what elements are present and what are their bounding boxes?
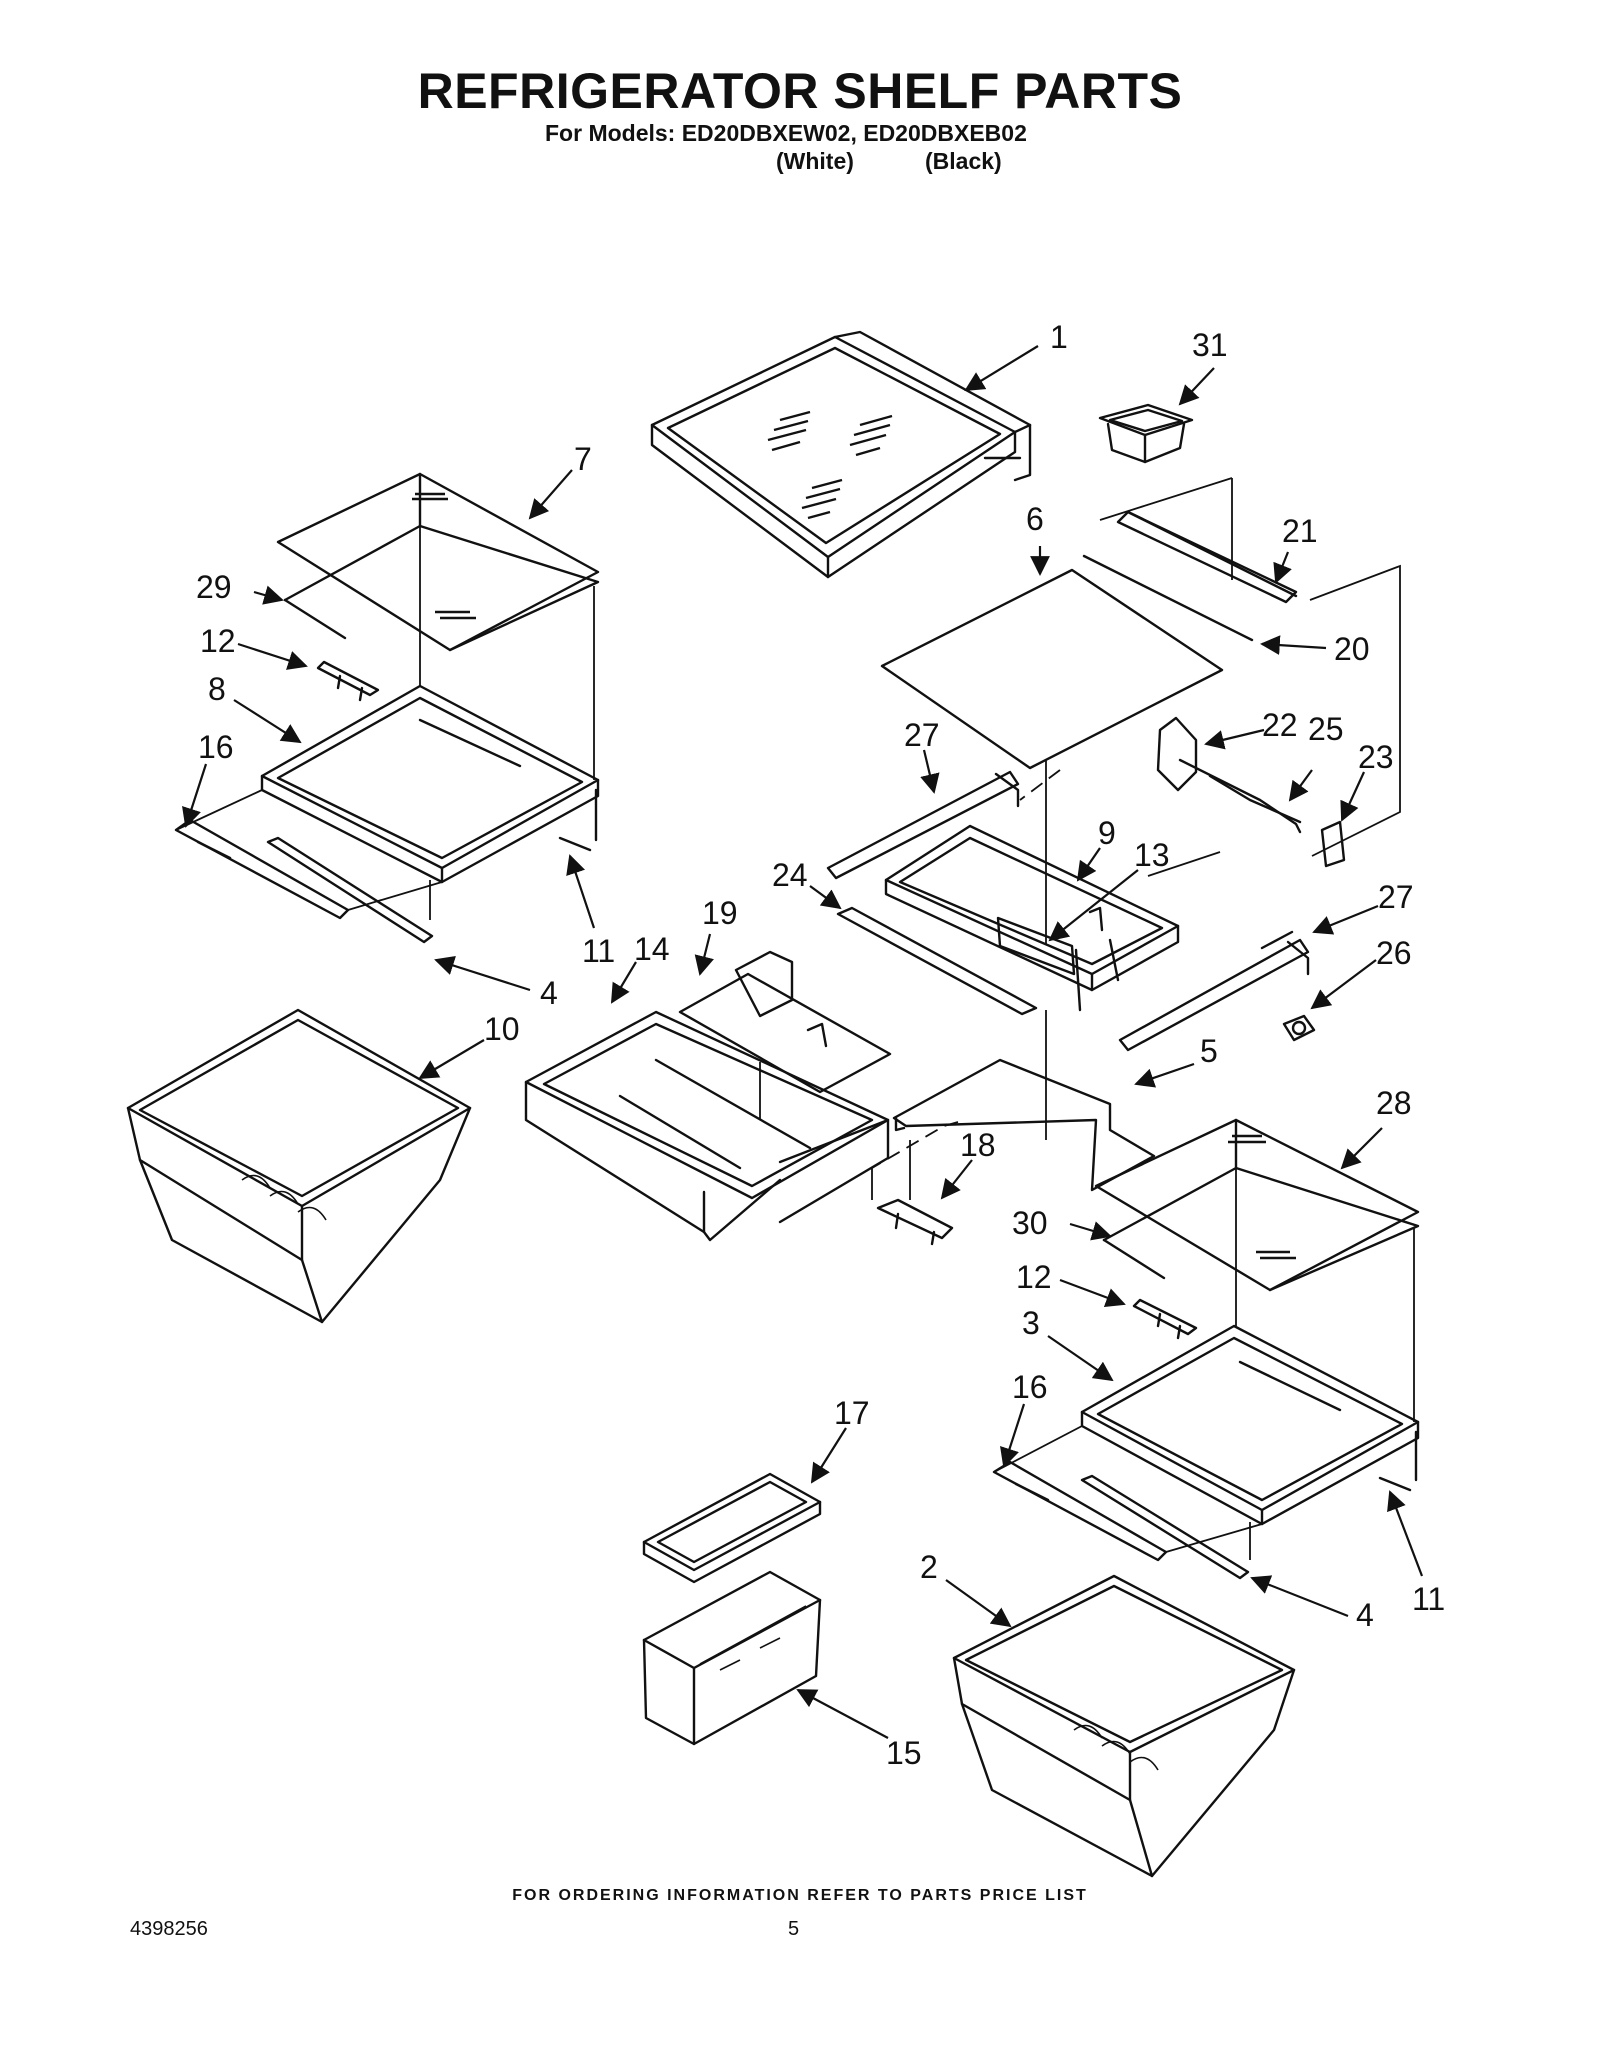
document-number: 4398256 xyxy=(130,1918,208,1940)
part-30-strip xyxy=(1102,1238,1166,1280)
callout-15: 15 xyxy=(886,1735,922,1771)
part-8-shelf-frame xyxy=(260,684,600,884)
part-4-rail-right xyxy=(1080,1474,1250,1580)
callout-28: 28 xyxy=(1376,1085,1412,1121)
part-5-support-frame xyxy=(892,1058,1156,1192)
callout-12-right: 12 xyxy=(1016,1259,1052,1295)
callout-numbers: 1 31 7 6 21 29 20 12 8 22 25 23 27 16 9 … xyxy=(196,319,1445,1771)
part-27-support-upper xyxy=(826,770,1020,880)
leader-lines xyxy=(182,345,1424,1739)
callout-4-right: 4 xyxy=(1356,1597,1374,1633)
callout-11: 11 xyxy=(582,933,615,969)
part-26-screw xyxy=(1282,1014,1316,1042)
model-numbers: For Models: ED20DBXEW02, ED20DBXEB02 xyxy=(545,120,1027,146)
part-1-glass-shelf xyxy=(650,330,1032,579)
callout-27-upper: 27 xyxy=(904,717,940,753)
callout-12: 12 xyxy=(200,623,236,659)
part-29-strip xyxy=(283,598,347,640)
center-dashed-guides xyxy=(871,769,1061,1169)
part-16-trim xyxy=(174,818,350,920)
page-number: 5 xyxy=(788,1918,800,1940)
part-4-rail xyxy=(266,836,434,944)
part-27-support-lower xyxy=(1118,930,1310,1052)
part-11-rail xyxy=(558,836,592,852)
callout-19: 19 xyxy=(702,895,738,931)
callout-21: 21 xyxy=(1282,513,1318,549)
part-6-glass-panel xyxy=(880,568,1224,770)
part-10-crisper-drawer xyxy=(126,1008,472,1324)
callout-30: 30 xyxy=(1012,1205,1048,1241)
part-3-shelf-frame xyxy=(1080,1324,1420,1526)
callout-23: 23 xyxy=(1358,739,1394,775)
part-11-rail-right xyxy=(1378,1476,1412,1492)
part-16-trim-right xyxy=(992,1460,1168,1562)
callout-27-lower: 27 xyxy=(1378,879,1414,915)
center-guides xyxy=(759,1010,1047,1200)
part-31-cup xyxy=(1098,403,1194,464)
color-black-label: (Black) xyxy=(925,148,1002,174)
part-20-rail xyxy=(1082,554,1254,642)
left-stack-guides xyxy=(175,526,595,920)
callout-4: 4 xyxy=(540,975,558,1011)
part-2-crisper-drawer xyxy=(952,1574,1296,1878)
callout-31: 31 xyxy=(1192,327,1228,363)
part-15-bin xyxy=(642,1570,822,1746)
part-9-center-shelf xyxy=(884,824,1180,1012)
part-21-rail xyxy=(1116,510,1298,604)
callout-5: 5 xyxy=(1200,1033,1218,1069)
callout-2: 2 xyxy=(920,1549,938,1585)
callout-16-right: 16 xyxy=(1012,1369,1048,1405)
callout-22: 22 xyxy=(1262,707,1298,743)
callout-8: 8 xyxy=(208,671,226,707)
callout-7: 7 xyxy=(574,441,592,477)
part-24-front-rail xyxy=(836,906,1038,1016)
callout-29: 29 xyxy=(196,569,232,605)
ordering-note: FOR ORDERING INFORMATION REFER TO PARTS … xyxy=(512,1887,1088,1904)
part-12-bracket-right xyxy=(1132,1298,1198,1340)
part-12-bracket xyxy=(316,660,380,702)
right-stack-guides xyxy=(993,1168,1415,1560)
part-18-clip xyxy=(876,1198,954,1246)
callout-3: 3 xyxy=(1022,1305,1040,1341)
callout-17: 17 xyxy=(834,1395,870,1431)
callout-14: 14 xyxy=(634,931,670,967)
upper-right-guides xyxy=(1045,477,1401,944)
callout-18: 18 xyxy=(960,1127,996,1163)
part-23-clip xyxy=(1320,820,1346,868)
callout-26: 26 xyxy=(1376,935,1412,971)
part-14-meat-pan xyxy=(524,1010,890,1242)
part-7-cover-glass xyxy=(276,472,600,652)
callout-25: 25 xyxy=(1308,711,1344,747)
part-13-insert xyxy=(996,906,1104,976)
callout-6: 6 xyxy=(1026,501,1044,537)
part-28-cover-glass xyxy=(1094,1118,1420,1292)
callout-24: 24 xyxy=(772,857,808,893)
color-white-label: (White) xyxy=(776,148,854,174)
callout-16: 16 xyxy=(198,729,234,765)
part-25-rod xyxy=(1208,774,1302,824)
callout-20: 20 xyxy=(1334,631,1370,667)
callout-10: 10 xyxy=(484,1011,520,1047)
callout-9: 9 xyxy=(1098,815,1116,851)
callout-13: 13 xyxy=(1134,837,1170,873)
page-title: REFRIGERATOR SHELF PARTS xyxy=(417,63,1183,119)
callout-1: 1 xyxy=(1050,319,1068,355)
part-17-bin-lid xyxy=(642,1472,822,1584)
callout-11-right: 11 xyxy=(1412,1581,1445,1617)
